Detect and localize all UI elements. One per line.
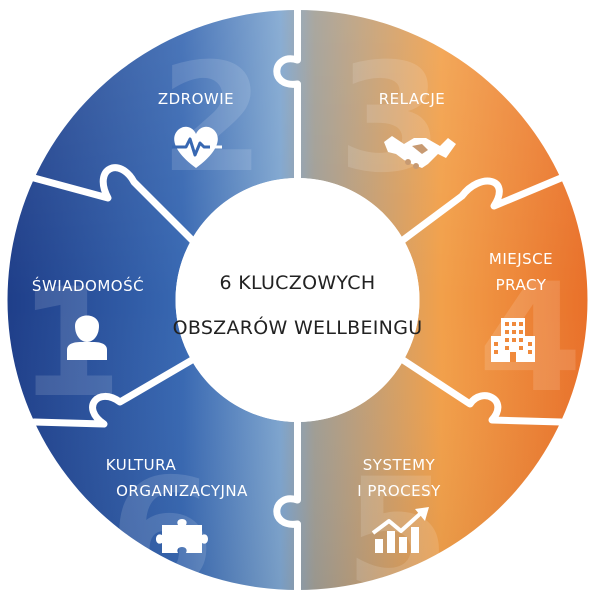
label-i-procesy: I PROCESY: [357, 482, 441, 500]
seam-lower-right: [399, 356, 565, 426]
label-kultura: KULTURA: [106, 456, 177, 474]
segment-number-2: 2: [160, 32, 264, 206]
label-swiadomosc: ŚWIADOMOŚĆ: [32, 276, 144, 295]
center-title-line2: OBSZARÓW WELLBEINGU: [173, 315, 423, 339]
seam-upper-right: [399, 174, 565, 244]
seam-lower-left: [30, 356, 196, 428]
office-building-icon: [491, 318, 535, 362]
segment-number-6: 6: [110, 447, 214, 599]
segment-number-3: 3: [338, 32, 442, 206]
handshake-icon: [384, 136, 456, 169]
growth-chart-icon: [371, 507, 429, 553]
seam-bottom: [273, 414, 301, 598]
label-organizacyjna: ORGANIZACYJNA: [116, 482, 248, 500]
label-relacje: RELACJE: [379, 90, 445, 108]
label-systemy: SYSTEMY: [363, 456, 436, 474]
label-zdrowie: ZDROWIE: [158, 90, 234, 108]
segment-number-1: 1: [18, 257, 122, 431]
center-circle: [175, 178, 420, 422]
puzzle-piece-icon: [156, 519, 208, 553]
seam-top: [273, 2, 301, 186]
label-pracy: PRACY: [496, 276, 547, 294]
segment-number-5: 5: [345, 447, 449, 599]
person-icon: [67, 315, 107, 360]
center-title-line1: 6 KLUCZOWYCH: [220, 272, 376, 294]
heart-pulse-icon: [172, 126, 222, 168]
seam-upper-left: [30, 164, 196, 244]
label-miejsce: MIEJSCE: [489, 250, 553, 268]
